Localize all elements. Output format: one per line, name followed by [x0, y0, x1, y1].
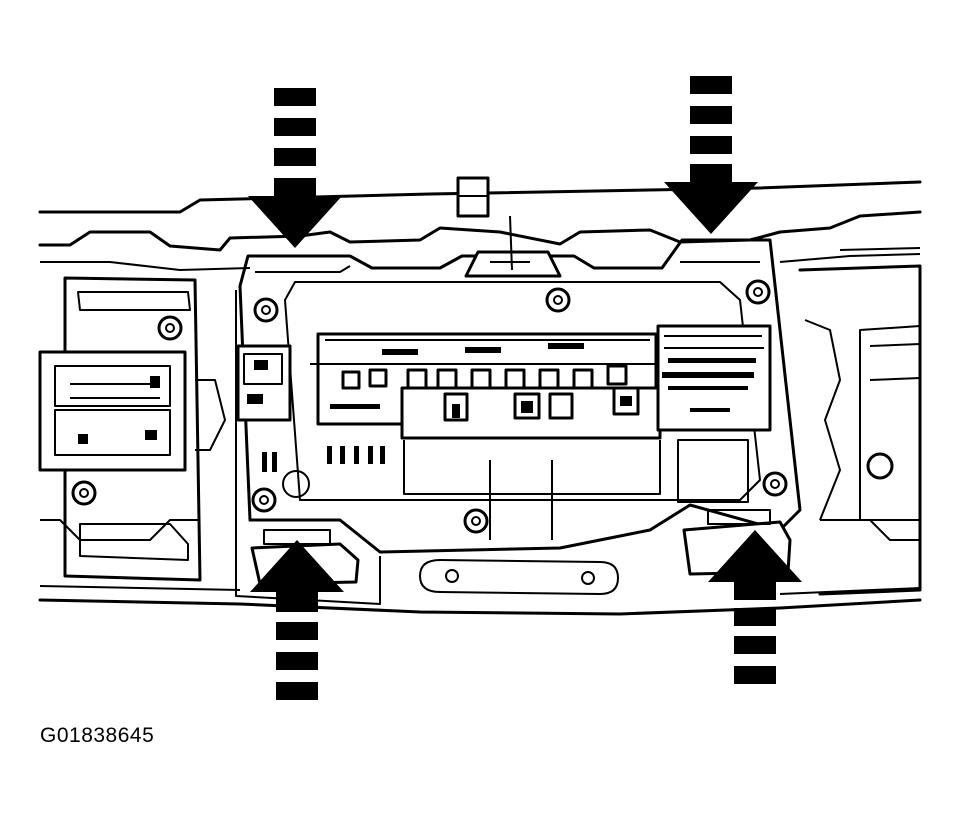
- right-bracket: [798, 247, 922, 596]
- arrow-bottom-left: [250, 540, 344, 700]
- control-module-housing: [235, 215, 802, 605]
- arrow-top-left: [248, 88, 342, 248]
- left-bracket: [38, 276, 226, 582]
- dashboard-structure: [38, 176, 922, 616]
- arrow-bottom-right: [708, 530, 802, 684]
- arrow-top-right: [664, 76, 758, 234]
- figure-label: G01838645: [40, 724, 155, 747]
